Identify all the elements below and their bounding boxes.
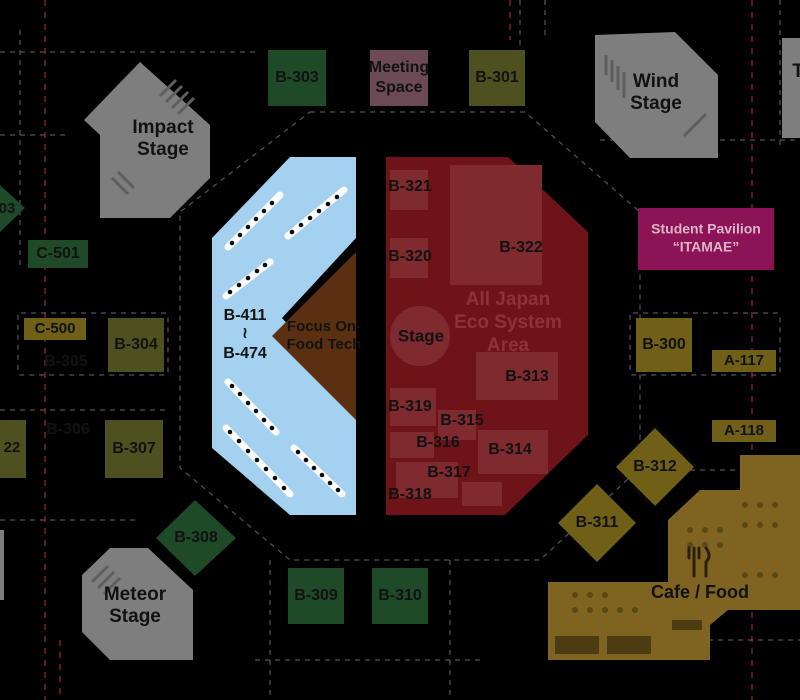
svg-text:Space: Space xyxy=(375,79,422,96)
svg-text:Focus On-: Focus On- xyxy=(287,318,361,335)
booth-t-partial[interactable]: T xyxy=(782,38,800,138)
fork-knife-icon xyxy=(687,546,711,578)
zone-focus-on-food-tech[interactable]: Focus On- Food Tech xyxy=(272,252,361,420)
svg-text:B-474: B-474 xyxy=(223,345,267,362)
svg-text:Stage: Stage xyxy=(109,606,161,627)
svg-text:Food Tech: Food Tech xyxy=(287,336,362,353)
booth-b312[interactable]: B-312 xyxy=(616,428,694,506)
booth-22[interactable]: 22 xyxy=(0,420,26,478)
booth-b310[interactable]: B-310 xyxy=(372,568,428,624)
svg-text:B-316: B-316 xyxy=(416,434,460,451)
svg-text:≀: ≀ xyxy=(242,325,248,342)
booth-a118[interactable]: A-118 xyxy=(712,420,776,442)
svg-text:A-117: A-117 xyxy=(724,352,764,369)
zone-all-japan-eco-system[interactable]: Stage All Japan Eco System Area B-321 B-… xyxy=(386,157,588,515)
svg-text:B-310: B-310 xyxy=(378,587,422,604)
svg-text:C-500: C-500 xyxy=(35,320,76,337)
meteor-stage[interactable]: Meteor Stage xyxy=(82,548,193,660)
svg-text:B-318: B-318 xyxy=(388,486,432,503)
svg-text:B-315: B-315 xyxy=(440,412,484,429)
svg-text:Meeting: Meeting xyxy=(369,59,429,76)
eco-sub-booths xyxy=(390,165,558,506)
svg-text:B-308: B-308 xyxy=(174,529,218,546)
svg-text:Student Pavilion: Student Pavilion xyxy=(651,221,761,237)
svg-text:B-313: B-313 xyxy=(505,368,549,385)
cafe-food-area[interactable]: Cafe / Food xyxy=(548,455,800,660)
booth-dots xyxy=(222,186,348,498)
svg-text:22: 22 xyxy=(4,439,21,456)
meeting-space[interactable]: Meeting Space xyxy=(369,50,429,106)
svg-text:B-320: B-320 xyxy=(388,248,432,265)
svg-text:B-304: B-304 xyxy=(114,336,158,353)
svg-text:B-312: B-312 xyxy=(633,458,677,475)
booth-b306[interactable]: B-306 xyxy=(46,421,90,438)
booth-c500[interactable]: C-500 xyxy=(24,318,86,340)
booth-b304[interactable]: B-304 xyxy=(108,318,164,372)
booth-b309[interactable]: B-309 xyxy=(288,568,344,624)
svg-text:A-118: A-118 xyxy=(724,422,764,439)
svg-text:B-305: B-305 xyxy=(44,353,88,370)
svg-text:Area: Area xyxy=(487,335,530,356)
eco-stage-circle xyxy=(390,306,450,366)
booth-b303[interactable]: B-303 xyxy=(268,50,326,106)
booth-c501[interactable]: C-501 xyxy=(28,240,88,268)
svg-text:B-311: B-311 xyxy=(576,514,619,531)
svg-text:B-321: B-321 xyxy=(388,178,432,195)
svg-text:B-306: B-306 xyxy=(46,421,90,438)
svg-text:Stage: Stage xyxy=(137,139,189,160)
svg-text:B-300: B-300 xyxy=(642,336,686,353)
svg-text:B-411: B-411 xyxy=(224,307,267,324)
svg-text:B-322: B-322 xyxy=(499,239,543,256)
svg-text:B-319: B-319 xyxy=(388,398,432,415)
partial-stage-left xyxy=(0,530,4,600)
svg-text:“ITAMAE”: “ITAMAE” xyxy=(673,239,740,255)
booth-b308[interactable]: B-308 xyxy=(156,500,236,576)
svg-text:B-301: B-301 xyxy=(475,69,519,86)
cafe-label: Cafe / Food xyxy=(651,582,749,602)
svg-text:B-317: B-317 xyxy=(427,464,471,481)
svg-text:All Japan: All Japan xyxy=(466,289,550,310)
svg-text:Stage: Stage xyxy=(398,326,444,345)
svg-text:C-501: C-501 xyxy=(36,245,80,262)
booth-b300[interactable]: B-300 xyxy=(636,318,692,372)
svg-text:Impact: Impact xyxy=(132,117,194,138)
student-pavilion-itamae[interactable]: Student Pavilion “ITAMAE” xyxy=(638,208,774,270)
svg-text:Stage: Stage xyxy=(630,93,682,114)
impact-stage[interactable]: Impact Stage xyxy=(84,62,210,218)
svg-text:03: 03 xyxy=(0,200,15,217)
booth-b307[interactable]: B-307 xyxy=(105,420,163,478)
svg-text:B-303: B-303 xyxy=(275,69,319,86)
svg-text:B-307: B-307 xyxy=(112,440,156,457)
wind-stage[interactable]: Wind Stage xyxy=(595,32,718,158)
booth-03[interactable]: 03 xyxy=(0,185,25,232)
svg-text:B-314: B-314 xyxy=(488,441,532,458)
booth-b305[interactable]: B-305 xyxy=(44,353,88,370)
booth-a117[interactable]: A-117 xyxy=(712,350,776,372)
svg-text:Eco System: Eco System xyxy=(454,312,562,333)
svg-text:B-309: B-309 xyxy=(294,587,338,604)
svg-text:T: T xyxy=(792,61,800,82)
svg-text:Wind: Wind xyxy=(633,71,679,92)
svg-text:Meteor: Meteor xyxy=(104,584,167,605)
booth-b301[interactable]: B-301 xyxy=(469,50,525,106)
booth-b311[interactable]: B-311 xyxy=(558,484,636,562)
